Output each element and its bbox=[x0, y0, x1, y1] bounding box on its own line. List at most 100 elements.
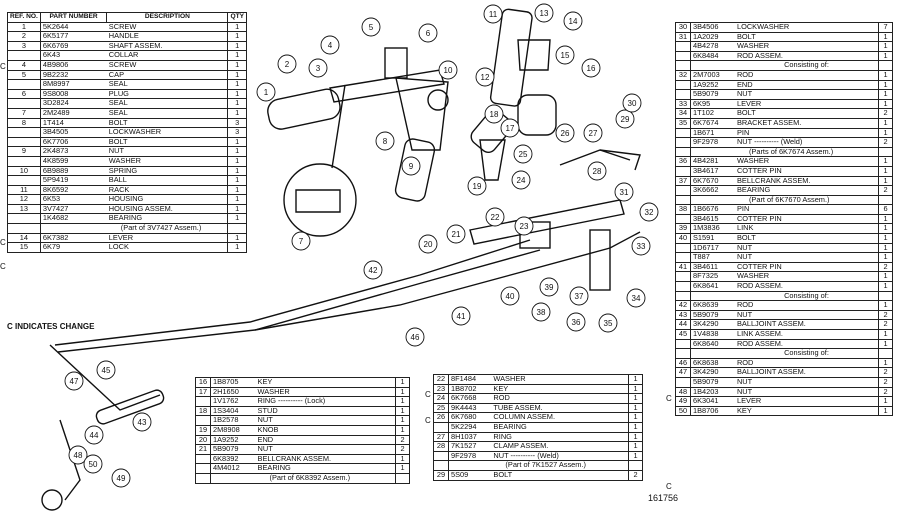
callout-44: 44 bbox=[84, 425, 104, 445]
callout-label: 3 bbox=[316, 64, 321, 73]
header-part-number: PART NUMBER bbox=[39, 12, 108, 23]
cell-pn: 5B9079 bbox=[209, 444, 256, 455]
cell-desc: LINK ASSEM. bbox=[734, 329, 879, 340]
cell-qty: 1 bbox=[878, 405, 893, 417]
callout-27: 27 bbox=[583, 123, 603, 143]
rack-housing-shape bbox=[489, 8, 533, 107]
cell-pn: 1B6676 bbox=[689, 204, 735, 215]
callout-label: 46 bbox=[411, 333, 420, 342]
handle-shape bbox=[267, 88, 341, 130]
cell-desc: WASHER bbox=[734, 41, 879, 52]
cell-ref: 4 bbox=[7, 59, 41, 71]
callout-31: 31 bbox=[614, 182, 634, 202]
cell-qty: 1 bbox=[628, 374, 643, 385]
cell-pn: 1K4682 bbox=[39, 213, 107, 225]
cell-desc: NUT bbox=[734, 242, 879, 254]
cell-desc: (Part of 3V7427 Assem.) bbox=[106, 223, 229, 234]
cell-qty bbox=[628, 460, 643, 471]
callout-label: 33 bbox=[637, 242, 646, 251]
cell-desc: HANDLE bbox=[106, 31, 229, 42]
cell-qty: 2 bbox=[628, 469, 643, 481]
cell-desc: BOLT bbox=[734, 108, 879, 119]
rod-assem-46 bbox=[254, 231, 641, 331]
callout-label: 29 bbox=[621, 115, 630, 124]
callout-label: 20 bbox=[424, 240, 433, 249]
callout-32: 32 bbox=[639, 202, 659, 222]
cell-qty: 1 bbox=[227, 155, 247, 167]
cell-ref: 3 bbox=[7, 40, 41, 52]
cell-pn: 6K8639 bbox=[689, 300, 735, 311]
cell-qty: 1 bbox=[227, 107, 247, 119]
callout-label: 47 bbox=[70, 377, 79, 386]
cell-ref bbox=[675, 338, 691, 350]
callout-label: 40 bbox=[506, 292, 515, 301]
cell-desc: STUD bbox=[255, 405, 396, 417]
cell-desc: LOCK bbox=[106, 242, 229, 253]
cell-ref: 2 bbox=[7, 31, 41, 42]
callout-label: 1 bbox=[264, 88, 269, 97]
cell-ref: 31 bbox=[675, 31, 691, 43]
callout-label: 36 bbox=[572, 318, 581, 327]
cell-qty: 1 bbox=[227, 79, 247, 90]
callout-17: 17 bbox=[500, 118, 520, 138]
cell-ref bbox=[675, 252, 691, 263]
cell-ref: 47 bbox=[675, 367, 691, 378]
cell-ref bbox=[675, 165, 691, 177]
cell-pn: 4B4281 bbox=[689, 156, 735, 167]
cell-qty: 1 bbox=[878, 233, 893, 244]
callout-label: 50 bbox=[89, 460, 98, 469]
callout-label: 32 bbox=[645, 208, 654, 217]
change-mark-23: C bbox=[425, 390, 431, 399]
callout-12: 12 bbox=[475, 67, 495, 87]
bolt-rod-shape bbox=[599, 149, 641, 171]
cell-pn: 5B9079 bbox=[689, 89, 735, 100]
cell-pn: 4K8599 bbox=[39, 155, 107, 167]
cell-ref bbox=[675, 89, 691, 100]
callout-43: 43 bbox=[132, 412, 152, 432]
rod-upper bbox=[54, 239, 531, 346]
callout-label: 6 bbox=[426, 29, 431, 38]
cell-pn: 1B8706 bbox=[689, 405, 735, 417]
cell-qty: 2 bbox=[395, 444, 410, 455]
change-mark-11: C bbox=[0, 238, 6, 247]
cell-ref: 45 bbox=[675, 329, 691, 340]
callout-label: 19 bbox=[473, 182, 482, 191]
callout-label: 31 bbox=[620, 188, 629, 197]
callout-label: 13 bbox=[540, 9, 549, 18]
change-mark-45: C bbox=[666, 394, 672, 403]
callout-14: 14 bbox=[563, 11, 583, 31]
cell-desc: BALL bbox=[106, 175, 229, 186]
callout-42: 42 bbox=[363, 260, 383, 280]
callout-34: 34 bbox=[626, 288, 646, 308]
cell-ref: 17 bbox=[195, 386, 211, 398]
cell-pn: 5B9079 bbox=[689, 376, 735, 388]
cell-pn: 6K8640 bbox=[689, 338, 735, 350]
lower-housing-shape bbox=[517, 94, 557, 136]
cell-ref bbox=[675, 376, 691, 388]
cell-pn: T887 bbox=[689, 252, 735, 263]
callout-38: 38 bbox=[531, 302, 551, 322]
cell-desc: (Part of 6K8392 Assem.) bbox=[255, 472, 396, 484]
cell-pn: 1V4838 bbox=[689, 329, 735, 340]
callout-label: 44 bbox=[90, 431, 99, 440]
callout-label: 10 bbox=[444, 66, 453, 75]
cell-qty bbox=[227, 223, 247, 234]
callout-label: 11 bbox=[489, 10, 498, 19]
callout-41: 41 bbox=[451, 306, 471, 326]
cell-ref: 5 bbox=[7, 69, 41, 81]
cell-desc: ROD bbox=[734, 69, 879, 81]
cell-desc: NUT ---------- (Weld) bbox=[734, 137, 879, 148]
cell-desc: BEARING bbox=[734, 185, 879, 196]
change-mark-3: C bbox=[0, 62, 6, 71]
